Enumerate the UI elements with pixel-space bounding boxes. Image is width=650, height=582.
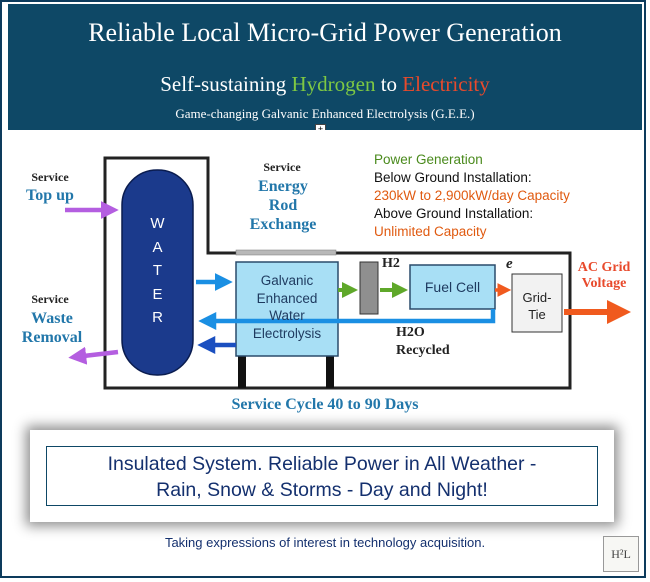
system-diagram [65,156,631,390]
h2o-recycled-label: H2O Recycled [396,324,450,360]
electron-label: e [506,256,513,272]
pg-below-label: Below Ground Installation: [374,170,532,185]
service-rod-small: Service [263,160,301,174]
service-rod-big: Energy Rod Exchange [238,177,328,234]
weather-banner: Insulated System. Reliable Power in All … [30,430,614,522]
banner-text: Insulated System. Reliable Power in All … [46,446,598,506]
subtitle-mid: to [375,72,403,96]
electrolysis-line-4: Electrolysis [252,325,322,341]
grid-tie-line-2: Tie [528,307,546,322]
waste-line-2: Removal [21,329,83,346]
ac-grid-line-1: AC Grid [577,260,631,275]
electrolysis-line-3: Water [269,308,305,323]
service-waste-big: Waste Removal [10,309,94,347]
water-tank [121,169,194,376]
h2-storage-tank [359,261,379,315]
rod-plate [235,249,337,256]
header-panel: Reliable Local Micro-Grid Power Generati… [8,4,642,130]
pg-heading: Power Generation [374,152,483,167]
grid-tie-line-1: Grid- [522,290,552,305]
power-generation-panel: Power Generation Below Ground Installati… [374,151,634,241]
subtitle-hydrogen: Hydrogen [291,72,376,96]
pg-above-label: Above Ground Installation: [374,206,534,221]
rod-line-2: Rod [268,197,298,214]
pg-above-value: Unlimited Capacity [374,224,487,239]
electrolysis-box [235,261,339,357]
service-cycle-label: Service Cycle 40 to 90 Days [231,396,419,413]
electrolysis-line-2: Enhanced [256,290,318,306]
banner-line-1: Insulated System. Reliable Power in All … [107,453,537,475]
water-letter-1: W [150,215,165,232]
subtitle: Self-sustaining Hydrogen to Electricity [8,72,642,97]
water-letter-2: A [152,238,163,256]
subtitle-prefix: Self-sustaining [160,72,292,96]
pg-below-value: 230kW to 2,900kW/day Capacity [374,188,570,203]
service-topup-big: Top up [26,187,74,204]
fuel-cell-box [409,264,496,310]
tagline: Game-changing Galvanic Enhanced Electrol… [175,106,475,121]
company-logo: H²L [603,536,639,572]
service-topup-small: Service [31,170,69,184]
h2o-line-2: Recycled [396,343,450,358]
rod-line-3: Exchange [249,216,317,233]
electrolysis-leg-right [326,355,334,388]
subtitle-electricity: Electricity [402,72,490,96]
ac-grid-line-2: Voltage [581,276,627,291]
waste-arrow [68,346,119,365]
waste-line-1: Waste [31,310,73,327]
water-letter-5: R [152,309,163,326]
service-waste-small: Service [31,292,69,306]
system-enclosure [103,156,572,390]
water-letter-4: E [152,285,163,303]
grid-tie-label: Grid- Tie [512,289,562,323]
h2o-line-1: H2O [396,325,425,340]
footer-text: Taking expressions of interest in techno… [164,535,486,550]
rod-line-1: Energy [258,178,308,195]
water-letter-3: T [152,262,163,279]
h2o-recycle-arrow [198,309,496,330]
electrolysis-leg-left [238,355,246,388]
electrolysis-line-1: Galvanic [260,273,314,288]
h2-label: H2 [382,256,400,271]
page-title: Reliable Local Micro-Grid Power Generati… [88,18,562,47]
grid-tie-box [511,273,563,333]
banner-line-2: Rain, Snow & Storms - Day and Night! [156,479,488,501]
fuel-cell-label: Fuel Cell [424,279,481,295]
